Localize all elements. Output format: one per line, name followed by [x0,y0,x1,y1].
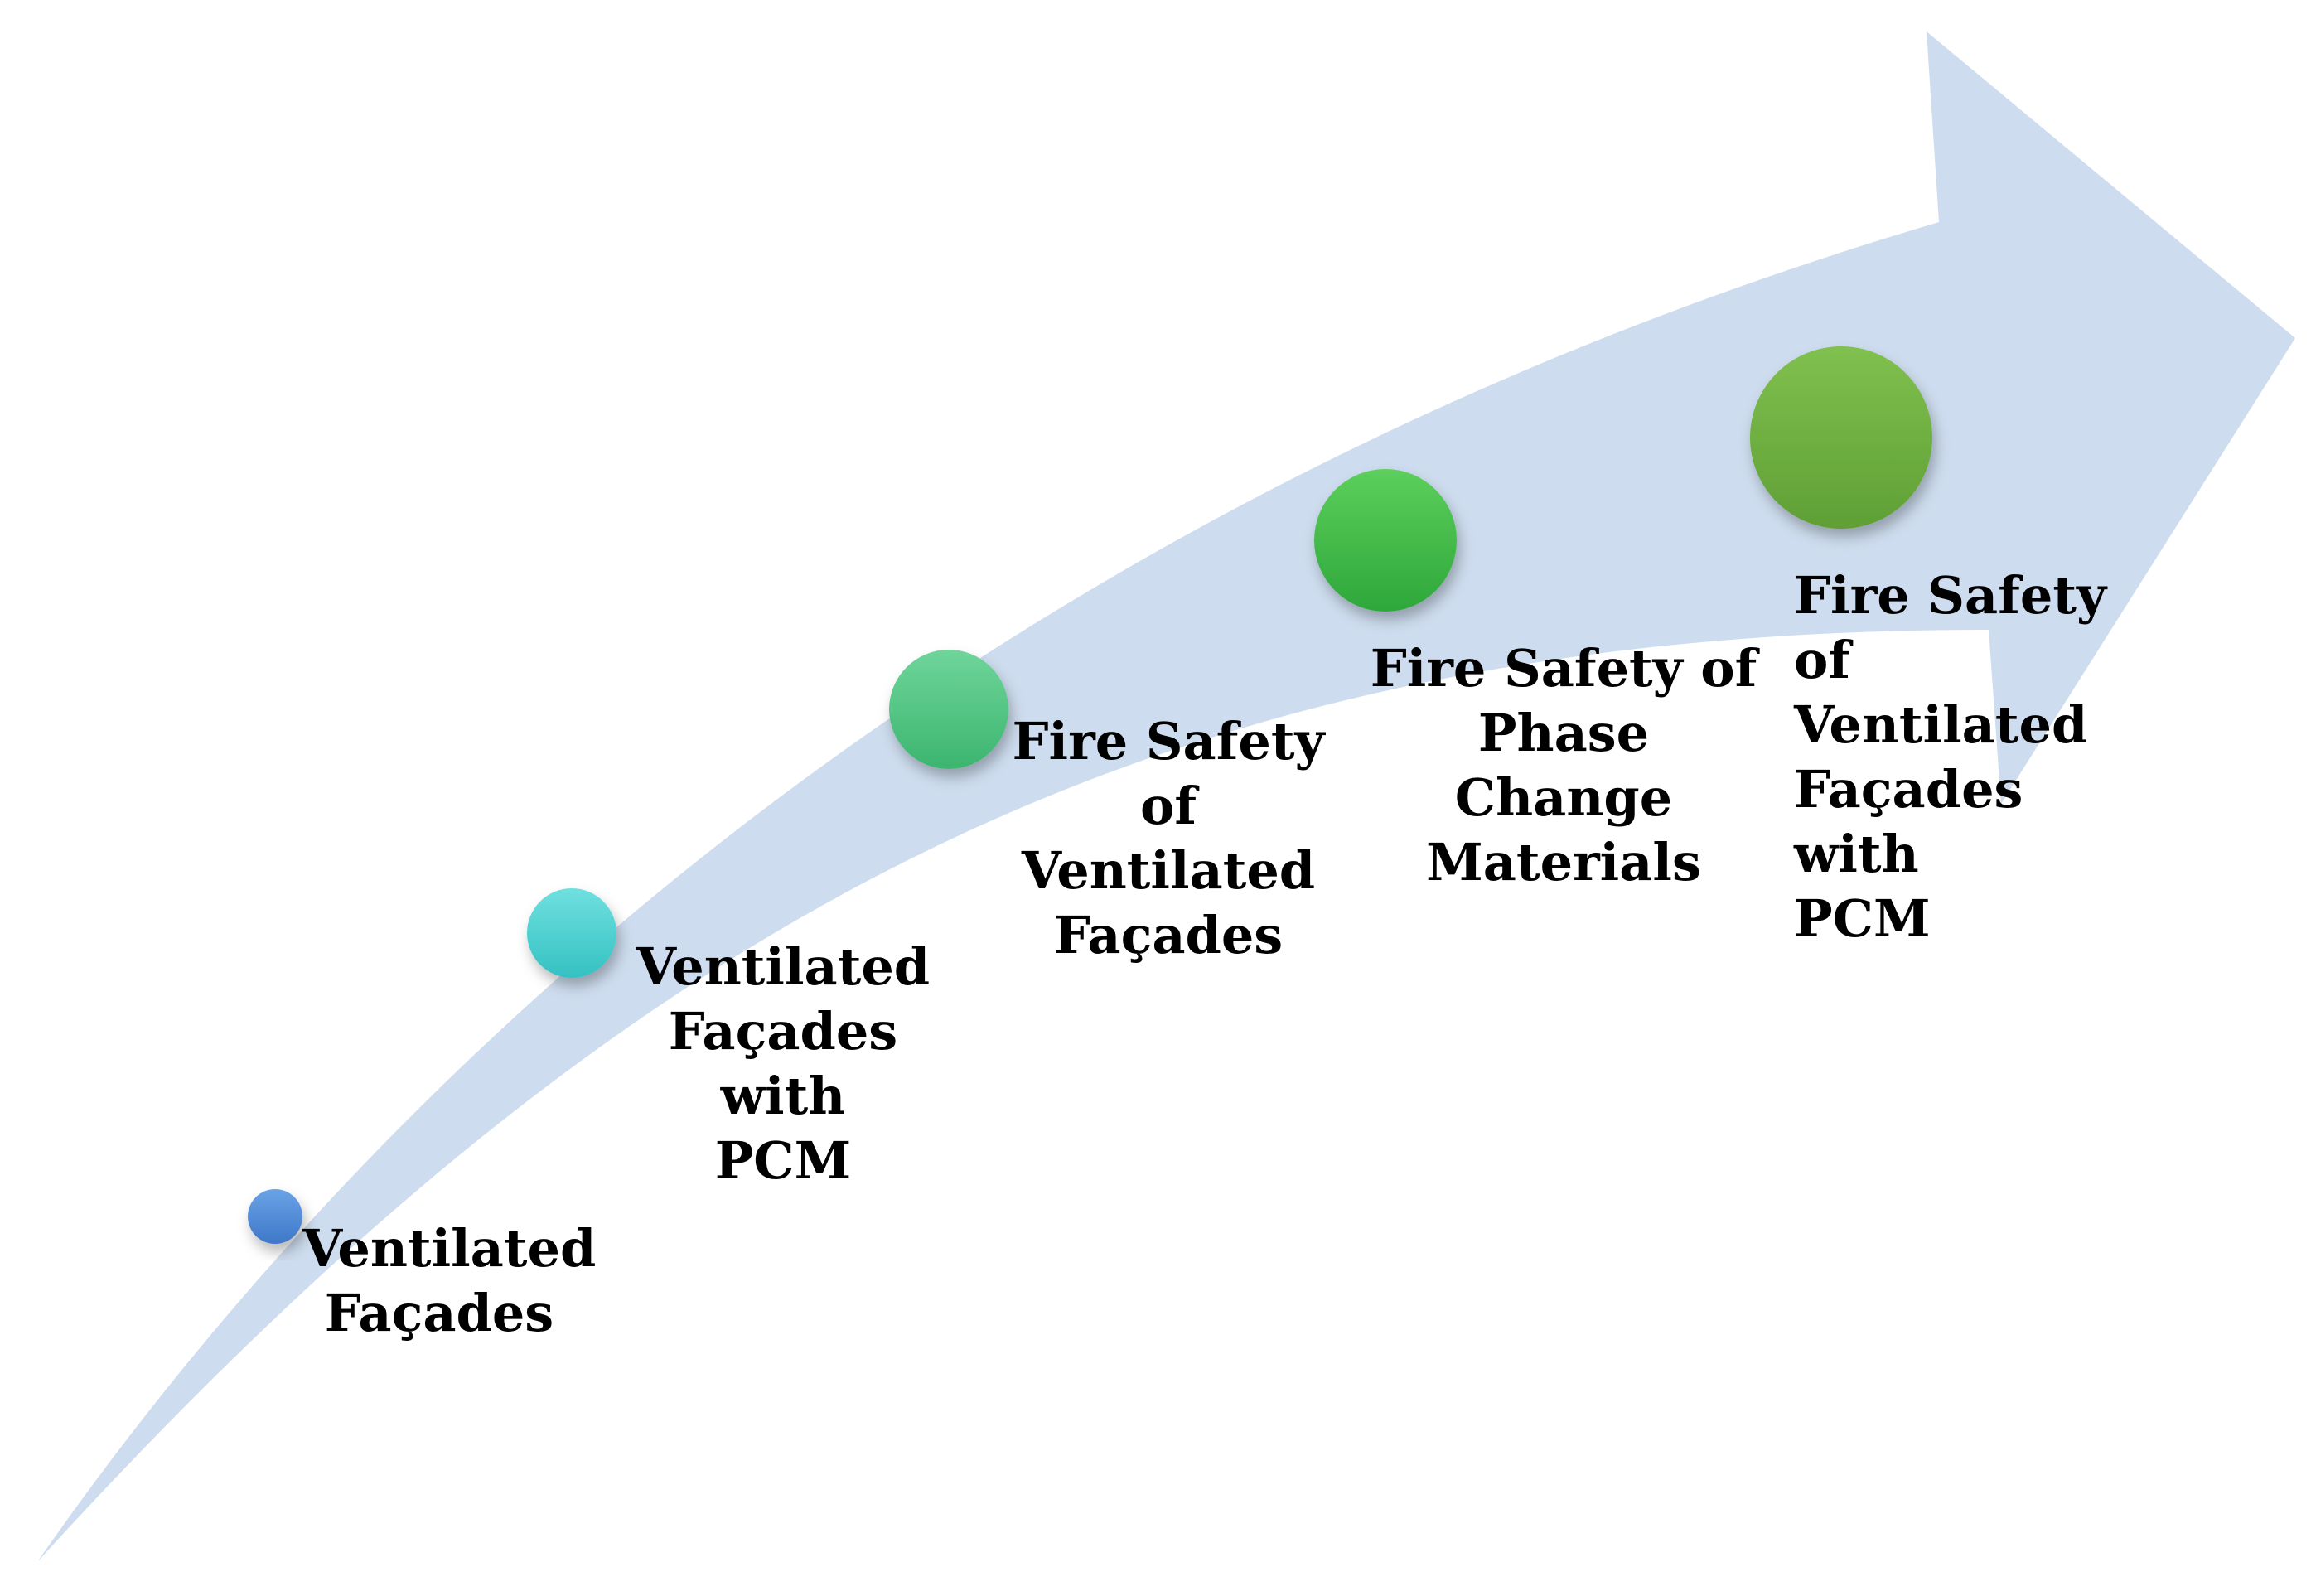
stage-dot-2 [527,888,616,978]
stage-label-ventilated-facades: Ventilated Façades [302,1218,597,1343]
stage-label-fire-safety-ventilated-facades-pcm: Fire Safety of Ventilated Façades with P… [1794,565,2106,949]
progress-arrow [37,31,2295,1562]
stage-label-fire-safety-pcm: Fire Safety of Phase Change Materials [1370,638,1757,892]
stage-dot-4 [1314,469,1457,612]
stage-dot-1 [248,1189,302,1244]
stage-dot-3 [889,650,1008,769]
stage-label-ventilated-facades-with-pcm: Ventilated Façades with PCM [636,936,931,1191]
stage-dot-5 [1750,346,1932,529]
stage-label-fire-safety-ventilated-facades: Fire Safety of Ventilated Façades [1012,711,1325,965]
